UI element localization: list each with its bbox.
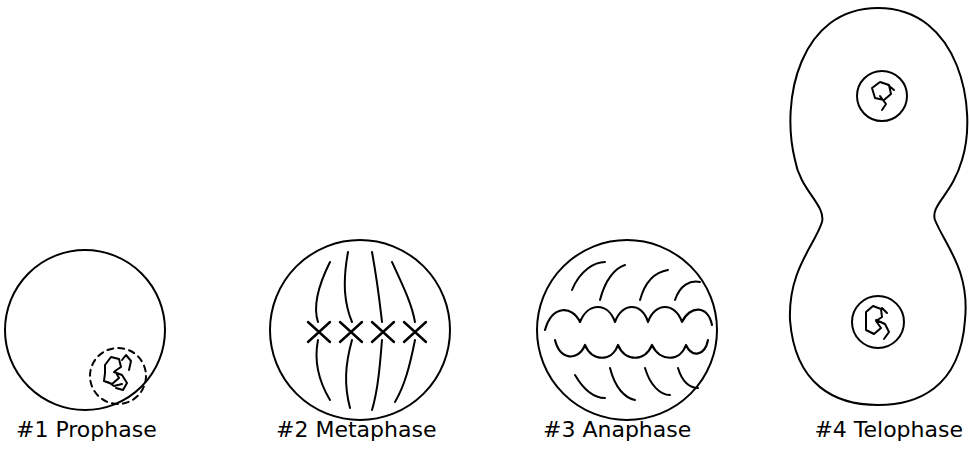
cell-outline [537, 240, 717, 420]
chromatin [866, 306, 889, 339]
phase-label: #1 Prophase [16, 418, 157, 442]
nucleus [857, 71, 907, 121]
cell-outline [270, 240, 450, 420]
nucleus [852, 296, 904, 348]
spindle-fibers [572, 262, 700, 400]
chromatin [104, 355, 131, 390]
phase-label: #4 Telophase [814, 418, 963, 442]
phase-label: #2 Metaphase [276, 418, 436, 442]
chromosomes [545, 307, 712, 358]
dividing-cell-outline [790, 8, 967, 405]
spindle-fibers [316, 252, 415, 410]
chromosomes [308, 322, 426, 342]
cell-outline [5, 250, 165, 410]
chromatin [872, 82, 894, 110]
nuclear-envelope [90, 348, 146, 404]
phase-label: #3 Anaphase [543, 418, 691, 442]
